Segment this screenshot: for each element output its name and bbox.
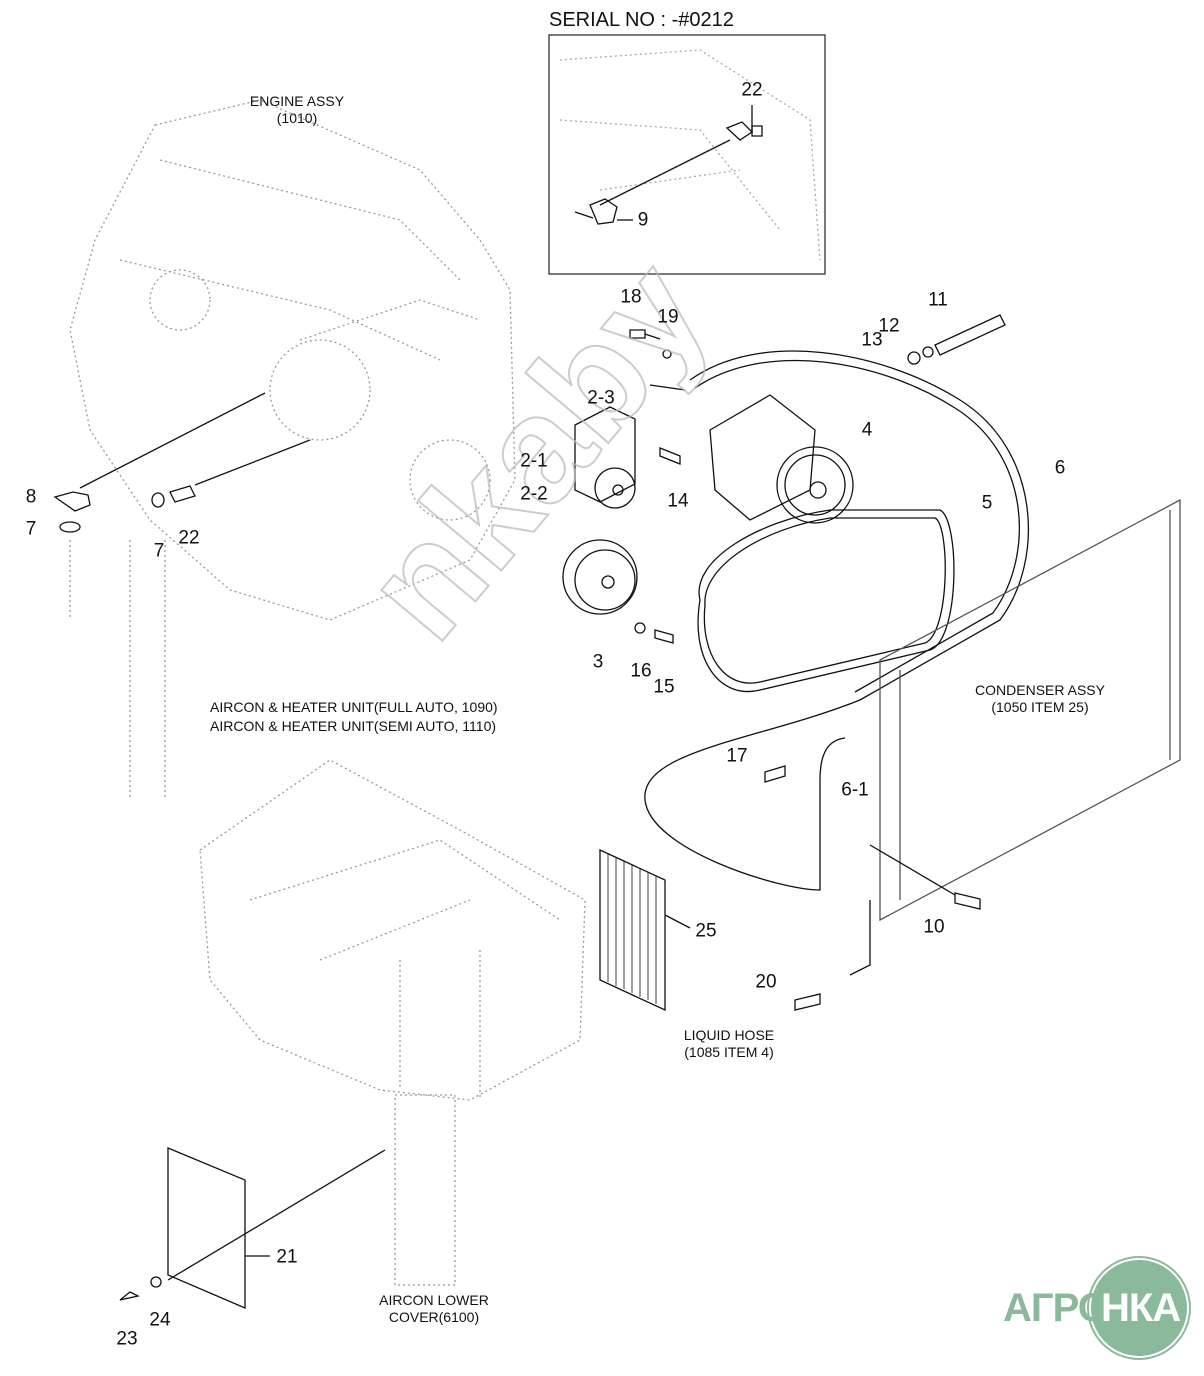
- callout-6: 6: [1054, 457, 1066, 479]
- callout-2-3: 2-3: [587, 387, 615, 409]
- note-condenser: CONDENSER ASSY(1050 ITEM 25): [975, 682, 1105, 716]
- cover-21: [167, 1147, 246, 1309]
- callout-7: 7: [25, 518, 37, 540]
- belt-5: [697, 509, 955, 693]
- note-liquid-hose: LIQUID HOSE(1085 ITEM 4): [684, 1027, 774, 1061]
- callout-18: 18: [620, 286, 642, 308]
- note-line: (1050 ITEM 25): [991, 699, 1089, 715]
- note-engine: ENGINE ASSY(1010): [250, 93, 344, 127]
- callout-22: 22: [178, 527, 200, 549]
- callout-7: 7: [153, 540, 165, 562]
- logo-text-right: НКА: [1101, 1286, 1181, 1330]
- note-line: LIQUID HOSE: [683, 1027, 775, 1043]
- filter-25: [599, 848, 666, 1012]
- callout-15: 15: [653, 676, 675, 698]
- logo-circle: [1089, 1258, 1189, 1358]
- compressor-body: [709, 394, 816, 521]
- callout-3: 3: [592, 651, 604, 673]
- callout-inset-9: 9: [637, 209, 649, 231]
- engine-outline: [69, 99, 516, 800]
- callout-inset-22: 22: [741, 79, 763, 101]
- callout-14: 14: [667, 490, 689, 512]
- callout-24: 24: [149, 1309, 171, 1331]
- note-line: AIRCON & HEATER UNIT(SEMI AUTO, 1110): [210, 718, 497, 734]
- callout-6-1: 6-1: [841, 779, 869, 801]
- note-line: CONDENSER ASSY: [975, 682, 1105, 698]
- callout-23: 23: [116, 1328, 138, 1350]
- callout-2-1: 2-1: [520, 450, 548, 472]
- logo-text-left: АГРО: [1003, 1286, 1109, 1330]
- callout-10: 10: [923, 916, 945, 938]
- callout-20: 20: [755, 971, 777, 993]
- callout-21: 21: [276, 1246, 298, 1268]
- callout-4: 4: [861, 419, 873, 441]
- serial-number: SERIAL NO : -#0212: [549, 9, 734, 31]
- callout-2-2: 2-2: [520, 483, 548, 505]
- note-aircon-unit: AIRCON & HEATER UNIT(FULL AUTO, 1090) AIR…: [210, 698, 498, 736]
- callout-25: 25: [695, 920, 717, 942]
- callout-8: 8: [25, 486, 37, 508]
- note-line: COVER(6100): [388, 1309, 480, 1325]
- callout-17: 17: [726, 745, 748, 767]
- callout-19: 19: [657, 306, 679, 328]
- serial-inset-box: [548, 34, 826, 275]
- callout-13: 13: [861, 329, 883, 351]
- callout-16: 16: [630, 660, 652, 682]
- condenser-outline: [879, 498, 1181, 922]
- note-line: (1010): [276, 110, 318, 126]
- note-line: ENGINE ASSY: [249, 93, 345, 109]
- callout-5: 5: [981, 492, 993, 514]
- agronka-logo: АГРО НКА: [1003, 1258, 1193, 1358]
- note-line: (1085 ITEM 4): [684, 1044, 774, 1060]
- aircon-unit-outline: [199, 759, 586, 1286]
- callout-11: 11: [928, 289, 948, 311]
- note-line: AIRCON & HEATER UNIT(FULL AUTO, 1090): [210, 699, 498, 715]
- note-line: AIRCON LOWER: [379, 1292, 489, 1308]
- callout-12: 12: [878, 315, 900, 337]
- hose-6: [644, 350, 1030, 891]
